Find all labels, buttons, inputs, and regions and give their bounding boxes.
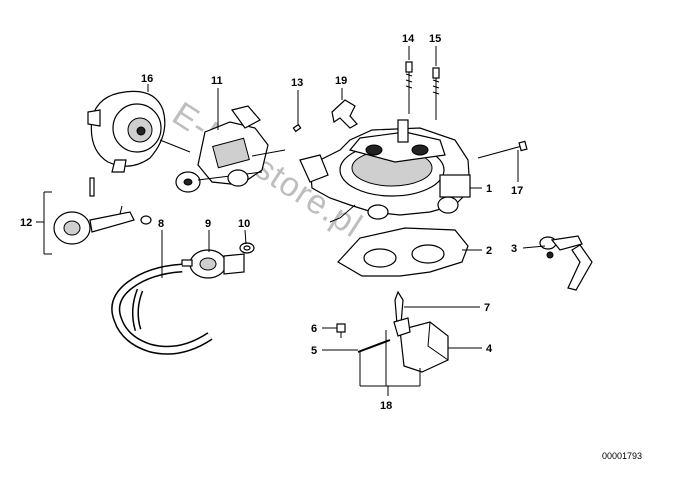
part-5-pin bbox=[357, 339, 391, 353]
part-13-screw bbox=[292, 123, 302, 133]
part-10-o-ring bbox=[239, 242, 255, 254]
callout-19: 19 bbox=[335, 75, 347, 87]
callout-labels: 1 2 3 4 5 6 7 8 9 10 11 12 13 14 15 16 1… bbox=[20, 33, 523, 412]
part-12-diaphragm bbox=[53, 177, 152, 245]
callout-4: 4 bbox=[486, 343, 493, 355]
part-16-pump-housing bbox=[87, 90, 191, 173]
part-8-vacuum-hose bbox=[111, 263, 213, 355]
part-9-vacuum-capsule bbox=[181, 249, 245, 279]
part-6-screw bbox=[336, 323, 346, 338]
callout-6: 6 bbox=[311, 323, 317, 335]
callout-7: 7 bbox=[484, 302, 490, 314]
callout-3: 3 bbox=[511, 243, 517, 255]
part-3-throttle-lever bbox=[539, 235, 593, 291]
part-4-float bbox=[393, 317, 449, 373]
callout-15: 15 bbox=[429, 33, 441, 45]
callout-18: 18 bbox=[380, 400, 392, 412]
part-15-long-screw bbox=[432, 67, 440, 120]
reference-number: 00001793 bbox=[602, 451, 642, 461]
callout-9: 9 bbox=[205, 218, 211, 230]
part-14-long-screw bbox=[405, 61, 413, 114]
callout-11: 11 bbox=[211, 75, 223, 87]
part-17-screw bbox=[477, 140, 528, 159]
callout-10: 10 bbox=[238, 218, 250, 230]
callout-13: 13 bbox=[291, 77, 303, 89]
part-2-gasket bbox=[337, 227, 469, 277]
callout-14: 14 bbox=[402, 33, 415, 45]
part-1-carburettor-body bbox=[299, 119, 471, 223]
callout-5: 5 bbox=[311, 345, 317, 357]
callout-16: 16 bbox=[141, 73, 153, 85]
part-11-choke-assembly bbox=[175, 105, 286, 193]
part-19-bracket bbox=[331, 99, 358, 129]
callout-12: 12 bbox=[20, 217, 32, 229]
leader-lines bbox=[36, 46, 546, 351]
callout-2: 2 bbox=[486, 245, 492, 257]
callout-1: 1 bbox=[486, 183, 492, 195]
callout-8: 8 bbox=[158, 218, 164, 230]
callout-17: 17 bbox=[511, 185, 523, 197]
part-18-group-bracket bbox=[359, 330, 421, 396]
